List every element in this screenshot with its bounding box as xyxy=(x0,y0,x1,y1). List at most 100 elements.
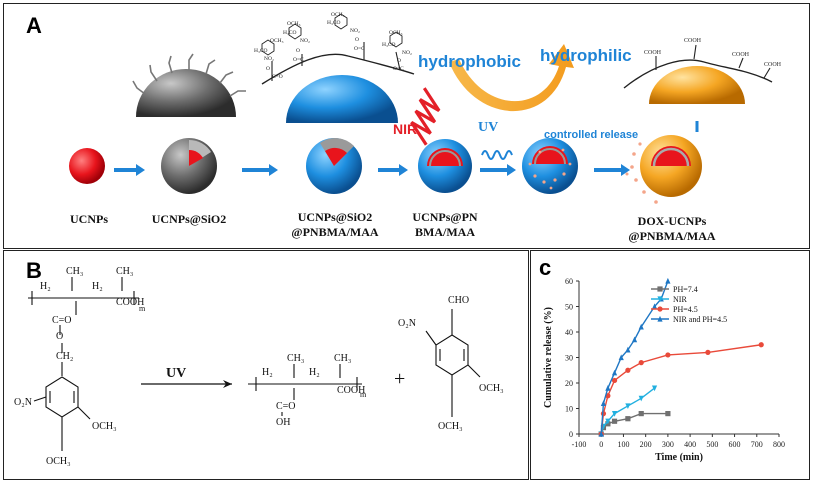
data-point-3 xyxy=(631,336,638,343)
label-ucnps: UCNPs xyxy=(70,212,108,226)
svg-text:NO₂: NO₂ xyxy=(402,50,412,56)
svg-text:O: O xyxy=(397,58,401,64)
y-tick-label: 60 xyxy=(565,277,573,286)
legend-marker-3 xyxy=(657,315,663,322)
svg-text:CHO: CHO xyxy=(448,295,469,306)
x-tick-label: 300 xyxy=(662,440,674,449)
legend-marker-2 xyxy=(657,306,663,312)
label-dox-line2: @PNBMA/MAA xyxy=(628,229,716,243)
svg-text:OCH₃: OCH₃ xyxy=(331,12,345,18)
panel-b: B CH₃ CH₃ H₂ H₂ COOH m C=O O CH₂ O₂N OCH… xyxy=(3,250,529,480)
data-point-2 xyxy=(611,377,618,384)
ucnp-core-icon xyxy=(69,148,105,184)
legend-label-2: PH=4.5 xyxy=(673,305,698,314)
svg-text:O: O xyxy=(56,331,63,342)
data-point-2 xyxy=(665,352,671,358)
x-tick-label: 400 xyxy=(684,440,696,449)
label-ucnps-sio2: UCNPs@SiO2 xyxy=(151,212,227,226)
label-ucnps-sio2-pnbma-line1: UCNPs@SiO2 xyxy=(297,210,373,224)
data-point-0 xyxy=(638,411,644,417)
controlled-release-sphere-icon xyxy=(522,138,578,194)
nir-label: NIR xyxy=(393,121,418,137)
svg-text:OCH₃: OCH₃ xyxy=(438,421,463,432)
data-point-3 xyxy=(611,369,618,376)
panel-b-reaction-scheme: CH₃ CH₃ H₂ H₂ COOH m C=O O CH₂ O₂N OCH₃ … xyxy=(14,266,504,467)
svg-text:O: O xyxy=(296,48,300,54)
process-arrows xyxy=(114,164,630,176)
data-point-1 xyxy=(625,403,631,410)
hydrophilic-label: hydrophilic xyxy=(540,46,632,65)
label-ucnps-pn-line1: UCNPs@PN xyxy=(412,210,478,224)
svg-text:H₃CO: H₃CO xyxy=(382,42,396,48)
x-axis-label: Time (min) xyxy=(655,452,703,463)
data-point-3 xyxy=(605,385,611,391)
uv-label: UV xyxy=(478,120,499,135)
svg-text:CH₃: CH₃ xyxy=(334,353,351,364)
svg-text:O=C: O=C xyxy=(393,66,404,72)
data-point-1 xyxy=(638,395,644,402)
svg-text:H₂: H₂ xyxy=(40,281,51,292)
label-ucnps-sio2-pnbma-line2: @PNBMA/MAA xyxy=(291,225,379,239)
data-point-2 xyxy=(705,349,711,355)
sio2-hemisphere-icon xyxy=(132,53,246,117)
x-tick-label: 200 xyxy=(640,440,652,449)
svg-text:OCH₃: OCH₃ xyxy=(46,456,71,467)
data-point-3 xyxy=(625,346,631,353)
svg-text:COOH: COOH xyxy=(764,62,782,68)
nir-wave-icon xyxy=(410,87,441,146)
x-tick-label: 500 xyxy=(706,440,718,449)
svg-text:H₃CO: H₃CO xyxy=(283,30,297,36)
hydrophobic-label: hydrophobic xyxy=(418,52,521,71)
svg-text:CH₃: CH₃ xyxy=(116,266,133,277)
ucnps-sio2-sphere-icon xyxy=(161,138,217,194)
svg-text:+: + xyxy=(394,368,405,390)
legend-marker-1 xyxy=(657,296,663,303)
panel-a-letter: A xyxy=(26,13,42,38)
legend-marker-0 xyxy=(657,286,663,292)
panel-c-letter: c xyxy=(539,255,552,280)
label-ucnps-pn-line2: BMA/MAA xyxy=(415,225,475,239)
svg-text:O₂N: O₂N xyxy=(14,397,32,408)
dox-ucnps-sphere-icon xyxy=(625,135,702,204)
data-point-0 xyxy=(611,418,618,424)
hydrophilic-transition-arrow-icon xyxy=(449,44,574,112)
controlled-release-label: controlled release xyxy=(544,129,639,141)
y-tick-label: 40 xyxy=(565,328,573,337)
svg-text:C=O: C=O xyxy=(272,74,283,80)
svg-text:O: O xyxy=(355,37,359,43)
data-point-1 xyxy=(605,418,611,425)
svg-text:COOH: COOH xyxy=(732,52,750,58)
series-line-2 xyxy=(600,344,762,435)
svg-text:OCH₃: OCH₃ xyxy=(92,421,117,432)
svg-text:O₂N: O₂N xyxy=(398,318,416,329)
x-tick-label: 600 xyxy=(729,440,741,449)
svg-text:H₃CO: H₃CO xyxy=(327,20,341,26)
y-axis-label: Cumulative release (%) xyxy=(543,307,554,408)
data-point-3 xyxy=(651,303,658,310)
x-tick-label: 100 xyxy=(617,440,629,449)
x-tick-label: 700 xyxy=(751,440,763,449)
svg-text:COOH: COOH xyxy=(644,50,662,56)
legend-label-3: NIR and PH=4.5 xyxy=(673,315,727,324)
data-point-3 xyxy=(618,354,624,361)
y-tick-label: 30 xyxy=(565,354,573,363)
svg-text:NO₂: NO₂ xyxy=(264,56,274,62)
svg-text:NO₂: NO₂ xyxy=(300,38,310,44)
uv-wave-icon xyxy=(481,150,513,160)
legend-label-1: NIR xyxy=(673,295,687,304)
svg-text:COOH: COOH xyxy=(116,297,144,308)
svg-text:H₂: H₂ xyxy=(92,281,103,292)
ucnps-pnbma-sphere-icon xyxy=(418,139,472,193)
svg-text:CH₃: CH₃ xyxy=(66,266,83,277)
svg-text:COOH: COOH xyxy=(337,385,365,396)
ucnps-sio2-pnbma-sphere-icon xyxy=(306,138,362,194)
svg-text:H₂: H₂ xyxy=(262,367,273,378)
data-point-2 xyxy=(758,342,764,348)
data-point-3 xyxy=(600,400,607,406)
svg-text:OCH₃: OCH₃ xyxy=(287,21,301,27)
y-tick-label: 20 xyxy=(565,379,573,388)
